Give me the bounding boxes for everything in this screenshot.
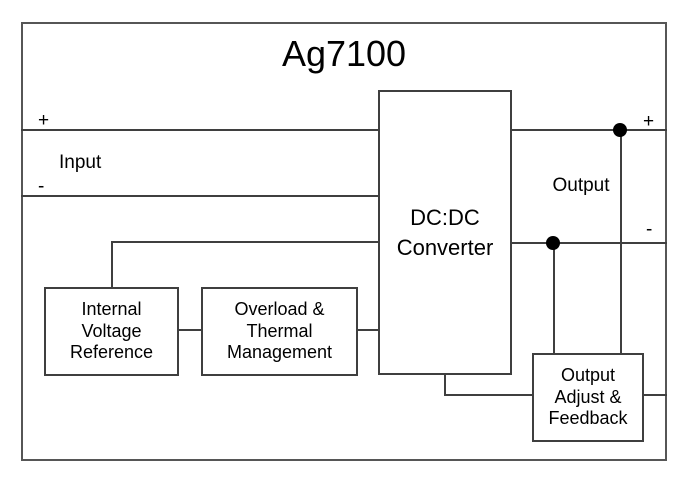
input-label: Input (59, 152, 102, 173)
reference-riser-line (111, 241, 113, 289)
dcdc-bottom-drop-line (444, 374, 446, 396)
internal-voltage-reference-block: Internal Voltage Reference (44, 287, 179, 376)
output-plus-label: + (643, 111, 655, 132)
device-outline (21, 22, 667, 461)
output-minus-line (511, 242, 667, 244)
dcdc-converter-block: DC:DC Converter (378, 90, 512, 375)
adjust-pin-line (643, 394, 667, 396)
output-plus-drop-line (620, 130, 622, 355)
input-plus-label: + (38, 110, 50, 131)
overload-thermal-management-block: Overload & Thermal Management (201, 287, 358, 376)
output-plus-line (511, 129, 667, 131)
input-plus-line (21, 129, 378, 131)
overload-thermal-management-label: Overload & Thermal Management (226, 299, 333, 363)
internal-voltage-reference-label: Internal Voltage Reference (69, 299, 154, 363)
output-plus-junction-dot (613, 123, 627, 137)
diagram-title: Ag7100 (281, 33, 407, 74)
output-minus-label: - (646, 219, 653, 240)
output-adjust-feedback-label: Output Adjust & Feedback (548, 365, 628, 429)
output-adjust-feedback-block: Output Adjust & Feedback (532, 353, 644, 442)
reference-line (111, 241, 379, 243)
feedback-bottom-line (444, 394, 532, 396)
input-minus-label: - (38, 176, 45, 197)
otm-dcdc-link-line (356, 329, 379, 331)
output-minus-junction-dot (546, 236, 560, 250)
output-label: Output (552, 175, 610, 196)
ivr-otm-link-line (178, 329, 201, 331)
output-minus-drop-line (553, 243, 555, 355)
dcdc-converter-label: DC:DC Converter (396, 204, 494, 260)
input-minus-line (21, 195, 378, 197)
